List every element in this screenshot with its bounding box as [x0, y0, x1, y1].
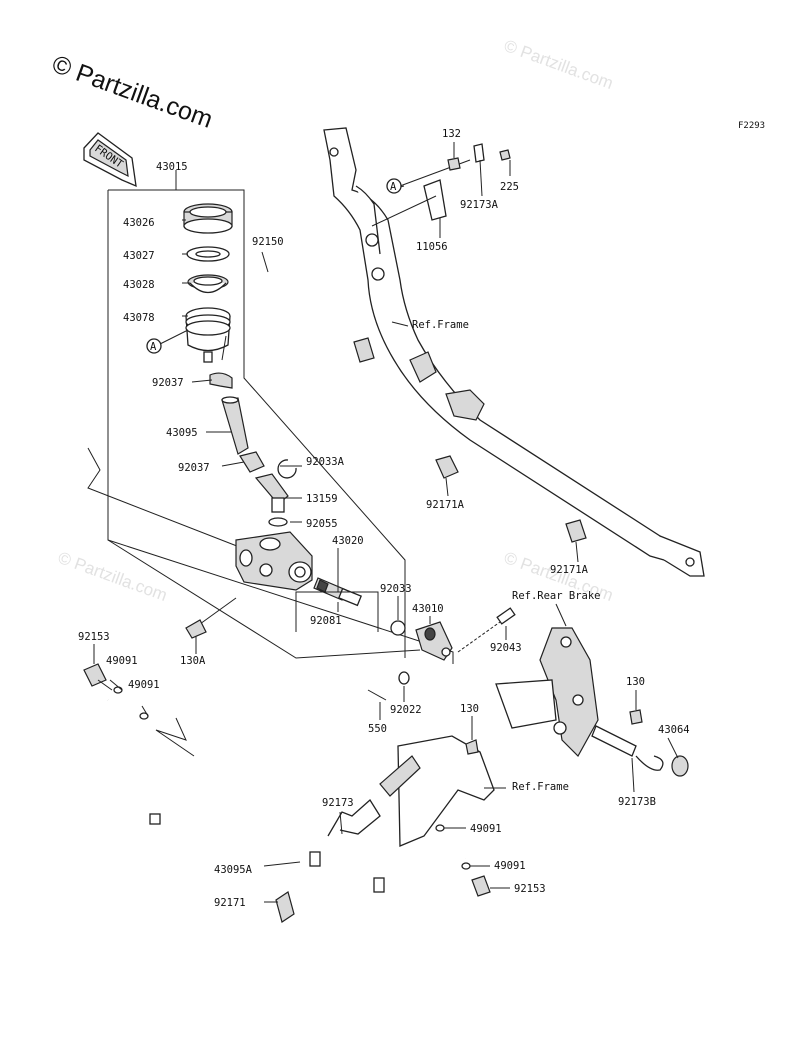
- rear-brake-pedal: [495, 627, 599, 757]
- label-43015: 43015: [156, 161, 188, 173]
- label-ref-frame-2: Ref.Frame: [512, 781, 569, 793]
- label-92171A-1: 92171A: [426, 499, 465, 511]
- label-550: 550: [368, 723, 387, 735]
- label-92033A: 92033A: [306, 456, 345, 468]
- cap-43064: [671, 755, 689, 777]
- leader-lines: [93, 142, 679, 903]
- label-92153a: 92153: [78, 631, 110, 643]
- label-130-b: 130: [460, 703, 479, 715]
- washer: [398, 671, 410, 685]
- svg-text:A: A: [150, 341, 157, 353]
- label-43020: 43020: [332, 535, 364, 547]
- hose-clamp-92171: [275, 891, 295, 923]
- callout-a-1: A: [386, 178, 405, 194]
- lower-frame-section: [379, 735, 495, 847]
- assembly-bracket: [87, 170, 454, 664]
- label-92055: 92055: [306, 518, 338, 530]
- cotter-pin: [367, 689, 387, 701]
- clevis-pin: [457, 607, 516, 653]
- label-49091d: 49091: [494, 860, 526, 872]
- label-49091c: 49091: [470, 823, 502, 835]
- reservoir-hose: [221, 396, 249, 455]
- hose-fitting: [254, 473, 289, 513]
- label-92171: 92171: [214, 897, 246, 909]
- label-130-a: 130: [626, 676, 645, 688]
- figure-code: F2293: [738, 121, 766, 131]
- front-arrow: FRONT: [83, 132, 137, 188]
- brake-hose: [106, 697, 469, 909]
- part-labels: 43015 43026 43027 43028 43078 92150 9203…: [78, 128, 690, 909]
- label-43078: 43078: [123, 312, 155, 324]
- label-92150: 92150: [252, 236, 284, 248]
- label-13159: 13159: [306, 493, 338, 505]
- hose-clamp-lower: [239, 451, 265, 473]
- reservoir: [185, 307, 231, 363]
- label-43095A: 43095A: [214, 864, 253, 876]
- push-rod-end: [415, 621, 453, 661]
- bolt-132: [447, 157, 461, 171]
- frame-tube: [323, 127, 705, 577]
- label-43064: 43064: [658, 724, 690, 736]
- snap-ring: [390, 620, 406, 636]
- bracket-11056: [371, 159, 471, 227]
- clip-ring: [277, 459, 297, 479]
- mounting-bolt: [185, 597, 237, 639]
- label-ref-rear-brake: Ref.Rear Brake: [512, 590, 601, 602]
- label-92171A-2: 92171A: [550, 564, 589, 576]
- master-cylinder-body: [235, 531, 313, 591]
- banjo-bolt-lower: [471, 875, 491, 897]
- label-11056: 11056: [416, 241, 448, 253]
- label-130A: 130A: [180, 655, 206, 667]
- pedal-spring-bracket: [591, 725, 664, 771]
- label-49091b: 49091: [128, 679, 160, 691]
- label-225: 225: [500, 181, 519, 193]
- reservoir-cap: [183, 203, 233, 234]
- o-ring: [268, 517, 288, 527]
- label-92173: 92173: [322, 797, 354, 809]
- clamp-92171A-2: [565, 519, 587, 543]
- label-43010: 43010: [412, 603, 444, 615]
- label-92081: 92081: [310, 615, 342, 627]
- clip-92173A: [473, 143, 485, 163]
- label-43027: 43027: [123, 250, 155, 262]
- svg-text:A: A: [390, 181, 397, 193]
- banjo-bolt-upper: [83, 663, 113, 691]
- label-92173B: 92173B: [618, 796, 656, 808]
- label-92037a: 92037: [152, 377, 184, 389]
- diaphragm-plate: [186, 246, 230, 262]
- label-43026: 43026: [123, 217, 155, 229]
- label-92043: 92043: [490, 642, 522, 654]
- bolt-225: [499, 149, 511, 161]
- label-92037b: 92037: [178, 462, 210, 474]
- label-92153b: 92153: [514, 883, 546, 895]
- zigzag-marker: [155, 717, 195, 757]
- diaphragm: [187, 274, 229, 294]
- label-43095: 43095: [166, 427, 198, 439]
- callout-a-2: A: [146, 329, 189, 354]
- label-132: 132: [442, 128, 461, 140]
- label-92033: 92033: [380, 583, 412, 595]
- bolt-130-pedal: [629, 709, 643, 725]
- label-49091a: 49091: [106, 655, 138, 667]
- washer-49091: [113, 686, 471, 870]
- hose-clamp-upper: [209, 372, 233, 389]
- clamp-92171A-1: [435, 455, 459, 479]
- label-92022: 92022: [390, 704, 422, 716]
- label-92173A: 92173A: [460, 199, 499, 211]
- label-43028: 43028: [123, 279, 155, 291]
- label-ref-frame-1: Ref.Frame: [412, 319, 469, 331]
